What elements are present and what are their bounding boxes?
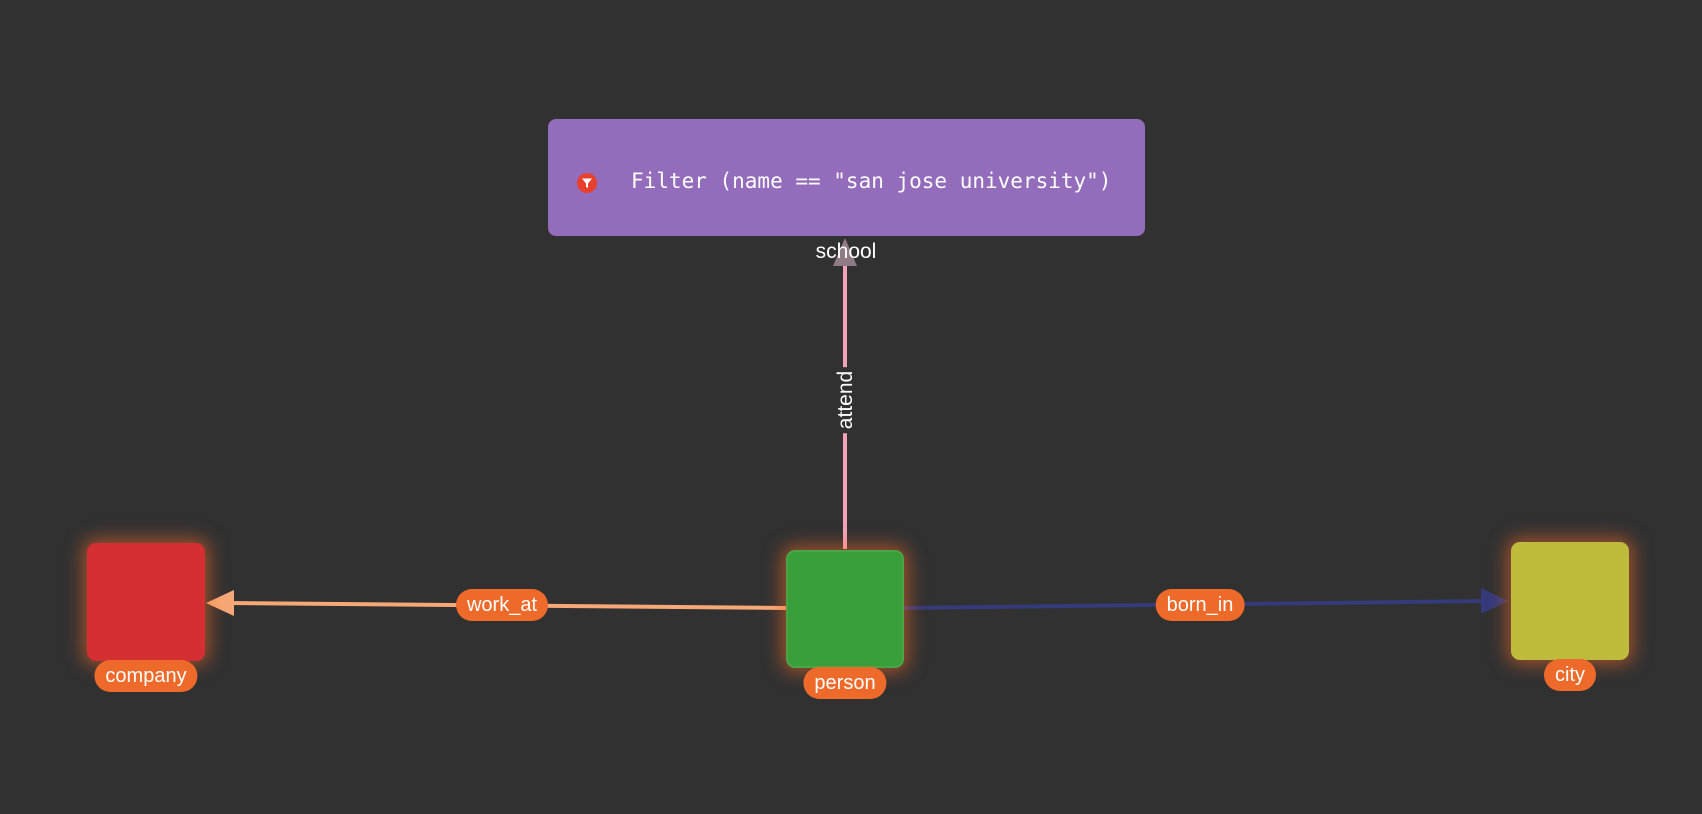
- school-filter-node[interactable]: Filter (name == "san jose university"): [548, 119, 1145, 236]
- edge-born-in-arrowhead: [1481, 588, 1508, 614]
- node-person[interactable]: [786, 550, 904, 668]
- node-city[interactable]: [1511, 542, 1629, 660]
- node-label-person: person: [803, 667, 887, 699]
- edge-attend-arrowhead: [833, 238, 857, 266]
- filter-funnel-icon: [577, 173, 597, 193]
- node-company[interactable]: [87, 543, 205, 661]
- edge-label-work-at: work_at: [455, 589, 549, 621]
- edge-label-attend: attend: [834, 366, 858, 434]
- school-node-label: school: [815, 240, 877, 263]
- edge-work-at-arrowhead: [206, 590, 234, 616]
- node-label-company: company: [94, 660, 198, 692]
- edge-label-born-in: born_in: [1155, 589, 1245, 621]
- filter-condition-text: Filter (name == "san jose university"): [631, 169, 1112, 193]
- node-label-city: city: [1544, 659, 1596, 691]
